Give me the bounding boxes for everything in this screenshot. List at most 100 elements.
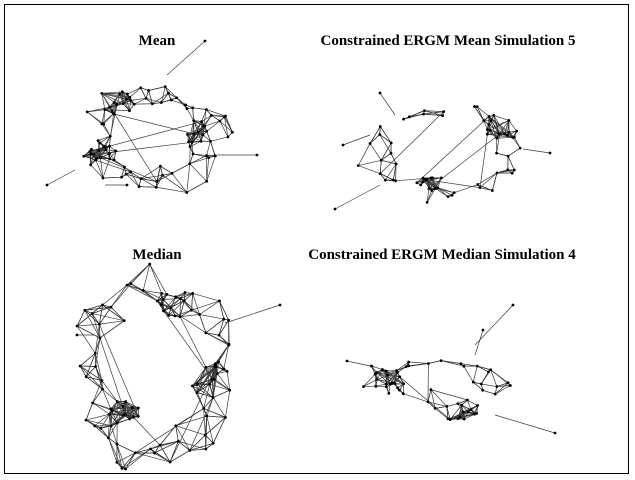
edge xyxy=(376,370,387,373)
edge xyxy=(435,188,449,197)
edge xyxy=(121,452,136,469)
edge xyxy=(192,107,207,110)
edge xyxy=(205,417,226,436)
edge xyxy=(385,370,404,385)
node xyxy=(387,391,391,395)
node xyxy=(191,106,195,110)
edge xyxy=(424,179,481,188)
edge xyxy=(376,379,387,385)
node xyxy=(215,372,219,375)
node xyxy=(482,119,486,123)
edge xyxy=(395,163,397,181)
edge xyxy=(140,165,161,179)
node xyxy=(204,447,208,451)
edge xyxy=(171,99,186,106)
node xyxy=(462,417,466,421)
edge xyxy=(159,425,177,446)
edge xyxy=(416,116,490,183)
node xyxy=(97,322,101,326)
node xyxy=(115,460,119,464)
edge xyxy=(152,102,162,105)
edge xyxy=(225,390,231,418)
node xyxy=(192,132,196,136)
node xyxy=(90,147,93,151)
edge xyxy=(191,120,195,143)
edge xyxy=(91,313,100,325)
edge xyxy=(156,186,187,193)
edge xyxy=(424,110,444,112)
edge xyxy=(357,143,371,166)
edge xyxy=(216,373,231,391)
edge xyxy=(369,126,381,144)
edge xyxy=(380,142,392,161)
node xyxy=(121,404,125,408)
edge xyxy=(90,146,106,166)
node xyxy=(230,130,234,134)
edge xyxy=(85,353,96,377)
node xyxy=(115,400,119,403)
node xyxy=(423,109,426,113)
node xyxy=(218,299,221,303)
network-ergm-median xyxy=(345,303,557,435)
edge xyxy=(192,385,214,398)
node xyxy=(103,108,107,112)
node xyxy=(492,113,496,117)
edge xyxy=(130,171,140,187)
edge xyxy=(163,298,181,300)
edge xyxy=(121,448,151,469)
edge xyxy=(46,169,76,186)
node xyxy=(213,364,217,368)
edge xyxy=(191,300,220,311)
edge xyxy=(86,111,104,125)
node xyxy=(217,333,221,337)
edge xyxy=(218,361,228,372)
node xyxy=(84,418,88,422)
node xyxy=(378,125,382,128)
node xyxy=(476,183,480,186)
edge xyxy=(101,91,123,94)
edge xyxy=(101,113,114,125)
edge xyxy=(125,413,134,418)
node xyxy=(137,185,141,188)
network-median xyxy=(75,262,282,471)
edge xyxy=(94,324,100,354)
node xyxy=(125,283,129,287)
edge xyxy=(86,376,102,381)
node xyxy=(345,359,349,363)
node xyxy=(188,145,192,149)
edge xyxy=(114,113,195,135)
node xyxy=(456,417,460,420)
edge xyxy=(479,187,493,191)
edge xyxy=(102,176,122,179)
edge xyxy=(434,408,449,420)
node xyxy=(125,92,129,96)
node xyxy=(452,191,456,195)
edge xyxy=(189,397,214,451)
edge xyxy=(496,169,515,174)
node xyxy=(506,381,510,385)
edge xyxy=(474,106,485,122)
edge xyxy=(380,126,392,144)
edge xyxy=(94,413,110,427)
node xyxy=(124,172,128,176)
edge xyxy=(430,389,468,401)
node xyxy=(141,289,145,292)
node xyxy=(121,102,125,106)
edge xyxy=(85,419,102,429)
edge xyxy=(129,87,141,98)
edge xyxy=(488,116,513,138)
edge xyxy=(126,173,141,179)
edge xyxy=(201,115,212,122)
edge xyxy=(193,120,204,126)
edge xyxy=(399,376,451,420)
node xyxy=(204,331,208,335)
edge xyxy=(512,137,521,149)
node xyxy=(191,292,195,295)
node xyxy=(167,313,171,317)
panel-title-mean: Mean xyxy=(138,33,176,49)
node xyxy=(209,139,212,143)
edge xyxy=(100,153,110,159)
node xyxy=(495,136,499,140)
edge xyxy=(130,283,144,291)
node xyxy=(485,128,489,131)
